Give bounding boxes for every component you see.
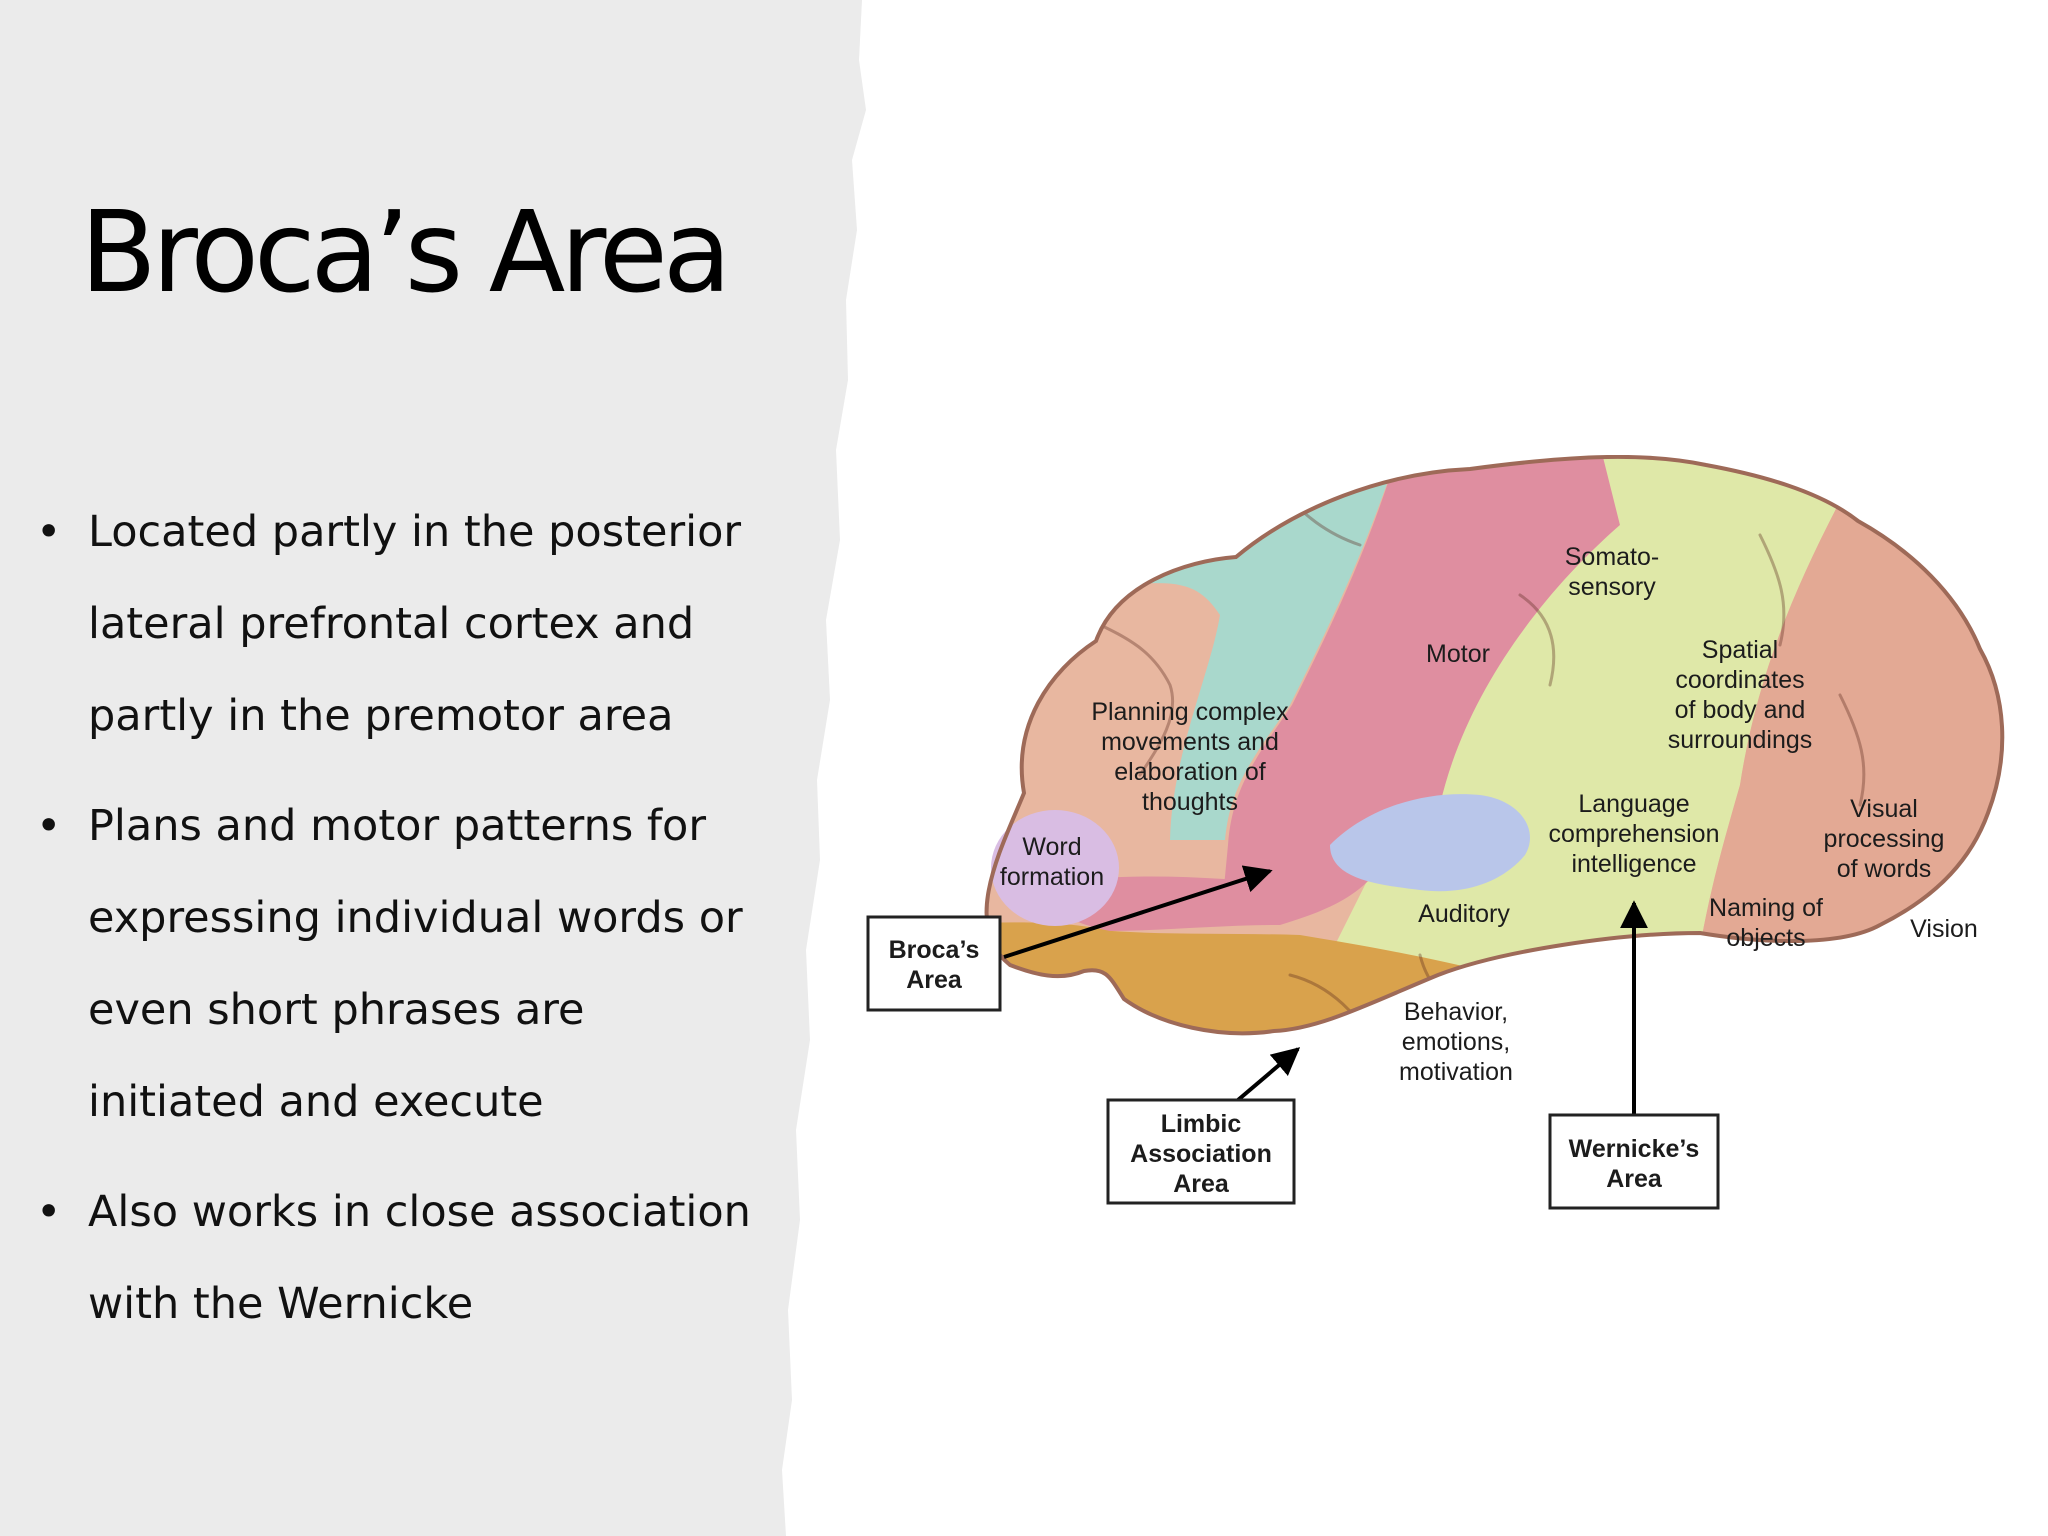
label-line: Area bbox=[906, 966, 963, 994]
behavior-label: Behavior,emotions,motivation bbox=[1399, 998, 1513, 1086]
gyrus-line bbox=[1078, 613, 1175, 777]
slide-title: Broca’s Area bbox=[80, 188, 731, 318]
label-line: Spatial bbox=[1702, 636, 1778, 664]
bullet-item: • Plans and motor patterns for expressin… bbox=[32, 780, 752, 1148]
bullet-glyph: • bbox=[36, 1187, 62, 1237]
label-line: Motor bbox=[1426, 640, 1490, 668]
label-line: Association bbox=[1130, 1140, 1272, 1168]
label-line: Naming of bbox=[1709, 894, 1823, 922]
gyrus-line bbox=[1758, 533, 1786, 647]
label-line: Language bbox=[1578, 790, 1689, 818]
label-line: Word bbox=[1022, 833, 1081, 861]
label-line: intelligence bbox=[1571, 850, 1696, 878]
language-comprehension-region bbox=[1330, 794, 1530, 892]
bullet-item: • Located partly in the posterior latera… bbox=[32, 486, 752, 762]
label-line: Visual bbox=[1850, 795, 1918, 823]
label-line: Area bbox=[1173, 1170, 1230, 1198]
label-line: emotions, bbox=[1402, 1028, 1510, 1056]
label-line: comprehension bbox=[1549, 820, 1720, 848]
gyrus-line bbox=[1838, 693, 1866, 807]
bullet-glyph: • bbox=[36, 801, 62, 851]
bullet-glyph: • bbox=[36, 507, 62, 557]
label-line: elaboration of bbox=[1114, 758, 1266, 786]
label-line: Auditory bbox=[1418, 900, 1510, 928]
somatosensory-region bbox=[1224, 456, 1620, 887]
label-line: Broca’s bbox=[889, 936, 980, 964]
somatosensory-label: Somato-sensory bbox=[1565, 543, 1659, 601]
bullet-list: • Located partly in the posterior latera… bbox=[32, 486, 752, 1368]
label-line: Vision bbox=[1910, 915, 1978, 943]
bullet-text: Located partly in the posterior lateral … bbox=[88, 507, 742, 741]
label-line: processing bbox=[1824, 825, 1945, 853]
auditory-label: Auditory bbox=[1418, 900, 1510, 928]
torn-panel-shape bbox=[0, 0, 866, 1536]
label-line: Limbic bbox=[1161, 1110, 1242, 1138]
label-line: motivation bbox=[1399, 1058, 1513, 1086]
label-line: thoughts bbox=[1142, 788, 1238, 816]
label-line: Wernicke’s bbox=[1569, 1135, 1700, 1163]
gyrus-line bbox=[1518, 593, 1556, 687]
auditory-region bbox=[1040, 866, 1380, 931]
broca-arrow bbox=[1003, 865, 1273, 959]
label-line: of words bbox=[1837, 855, 1931, 883]
gyrus-line bbox=[1288, 973, 1382, 1034]
label-line: Behavior, bbox=[1404, 998, 1508, 1026]
bullet-text: Plans and motor patterns for expressing … bbox=[88, 801, 743, 1127]
label-line: Planning complex bbox=[1091, 698, 1289, 726]
label-line: Somato- bbox=[1565, 543, 1659, 571]
motor-label: Motor bbox=[1426, 640, 1490, 668]
label-line: coordinates bbox=[1675, 666, 1804, 694]
label-line: Area bbox=[1606, 1165, 1663, 1193]
gyrus-line bbox=[986, 703, 1012, 797]
label-line: surroundings bbox=[1668, 726, 1813, 754]
bullet-text: Also works in close association with the… bbox=[88, 1187, 751, 1329]
callout-box bbox=[1548, 1113, 1720, 1210]
label-line: of body and bbox=[1675, 696, 1806, 724]
label-line: movements and bbox=[1101, 728, 1279, 756]
label-line: objects bbox=[1726, 924, 1805, 952]
callout-box bbox=[1106, 1098, 1296, 1205]
word-formation-region bbox=[991, 810, 1119, 926]
limbic-arrow bbox=[1236, 1047, 1301, 1102]
vision-label: Vision bbox=[1910, 915, 1978, 943]
callout-box bbox=[866, 915, 1002, 1012]
motor-region bbox=[1100, 456, 1400, 840]
label-line: formation bbox=[1000, 863, 1104, 891]
bullet-item: • Also works in close association with t… bbox=[32, 1166, 752, 1350]
label-line: sensory bbox=[1568, 573, 1656, 601]
brain-outline bbox=[984, 455, 2005, 1036]
